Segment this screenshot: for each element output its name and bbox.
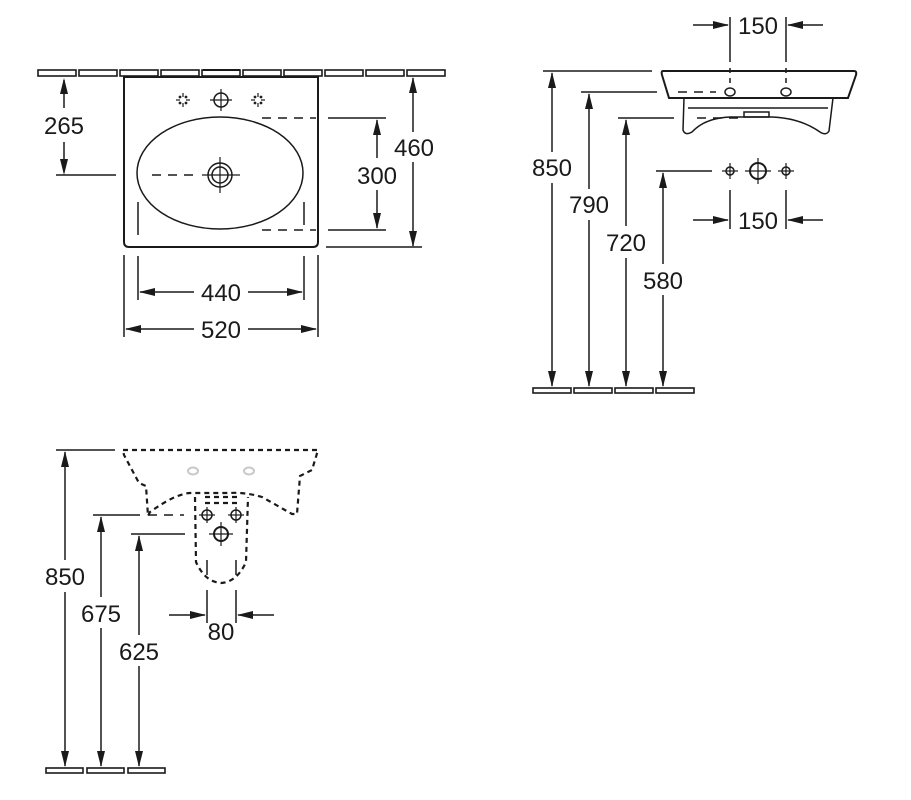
waste-connection-icon [209, 522, 233, 546]
basin-outline [123, 76, 319, 248]
siphon-cover-elevation: 80 850 675 625 [45, 448, 320, 774]
wall-tile [37, 69, 77, 77]
floor-tile [532, 387, 572, 394]
dim-label-850-front: 850 [532, 155, 572, 182]
dim-label-850-lower: 850 [45, 564, 85, 591]
dimension-bowl-width: 440 [137, 256, 305, 307]
dim-label-300: 300 [357, 163, 397, 190]
basin-front-outline [660, 70, 858, 99]
supply-connection-right-icon [228, 507, 244, 523]
dimension-depth: 460 [326, 77, 434, 248]
tap-hole-optional-right-icon [251, 93, 265, 107]
bowl-outline [136, 116, 304, 230]
dimension-waste-height-lower: 625 [119, 533, 185, 767]
dimension-tap-hole-spacing: 150 [693, 13, 823, 62]
dim-label-520: 520 [201, 317, 241, 344]
floor-tile [45, 767, 84, 774]
front-elevation: 150 150 [532, 13, 858, 394]
drain-icon [202, 157, 240, 193]
tap-hole-center-icon [210, 89, 232, 111]
ghost-tap-hole [243, 466, 255, 476]
wall-tile [406, 69, 446, 77]
supply-connections-icon [722, 158, 794, 184]
dim-label-460: 460 [394, 135, 434, 162]
dimension-overflow-height: 790 [569, 91, 657, 387]
wall-tile [78, 69, 118, 77]
wall-tile [365, 69, 405, 77]
floor-tile [86, 767, 125, 774]
dimension-supply-height-lower: 675 [81, 514, 184, 767]
floor-tiles [532, 387, 695, 394]
supply-connection-left-icon [199, 507, 215, 523]
dimension-underside-height: 720 [606, 117, 674, 387]
waste-outlet [743, 111, 770, 118]
dimension-rim-height-lower: 850 [45, 449, 115, 767]
dim-label-265: 265 [44, 113, 84, 140]
dimension-basin-width: 520 [123, 255, 319, 344]
basin-underside [682, 97, 834, 135]
floor-tile [127, 767, 166, 774]
plan-view: 265 300 460 440 [37, 69, 446, 344]
floor-tile [573, 387, 613, 394]
ghost-tap-hole [187, 466, 199, 476]
dim-label-675: 675 [81, 601, 121, 628]
floor-tile [655, 387, 695, 394]
dim-label-790: 790 [569, 192, 609, 219]
wall-tile [160, 69, 200, 77]
dim-label-625: 625 [119, 639, 159, 666]
wall-tiles [37, 69, 446, 77]
floor-tiles-lower [45, 767, 166, 774]
dim-label-440: 440 [201, 280, 241, 307]
dim-label-80: 80 [208, 619, 235, 646]
wall-tile [324, 69, 364, 77]
wall-tile [242, 69, 282, 77]
dimension-supply-height: 580 [643, 170, 712, 387]
floor-tile [614, 387, 654, 394]
dimension-wall-to-drain: 265 [44, 78, 116, 176]
wall-tile [119, 69, 159, 77]
dimension-supply-spacing: 150 [693, 190, 823, 235]
dim-label-720: 720 [606, 230, 646, 257]
tap-hole-optional-left-icon [176, 93, 190, 107]
dim-label-150-bottom: 150 [738, 208, 778, 235]
dim-label-150-top: 150 [738, 13, 778, 40]
wall-tile [283, 69, 323, 77]
tap-hole-right-icon [780, 68, 792, 97]
dim-label-580: 580 [643, 268, 683, 295]
tap-hole-left-icon [724, 68, 736, 97]
siphon-cover-outline [193, 496, 250, 585]
basin-hidden-outline [121, 448, 320, 521]
dimension-bowl-depth: 300 [328, 117, 397, 231]
dimension-rim-height: 850 [532, 70, 652, 387]
dimension-cover-width: 80 [169, 590, 274, 646]
